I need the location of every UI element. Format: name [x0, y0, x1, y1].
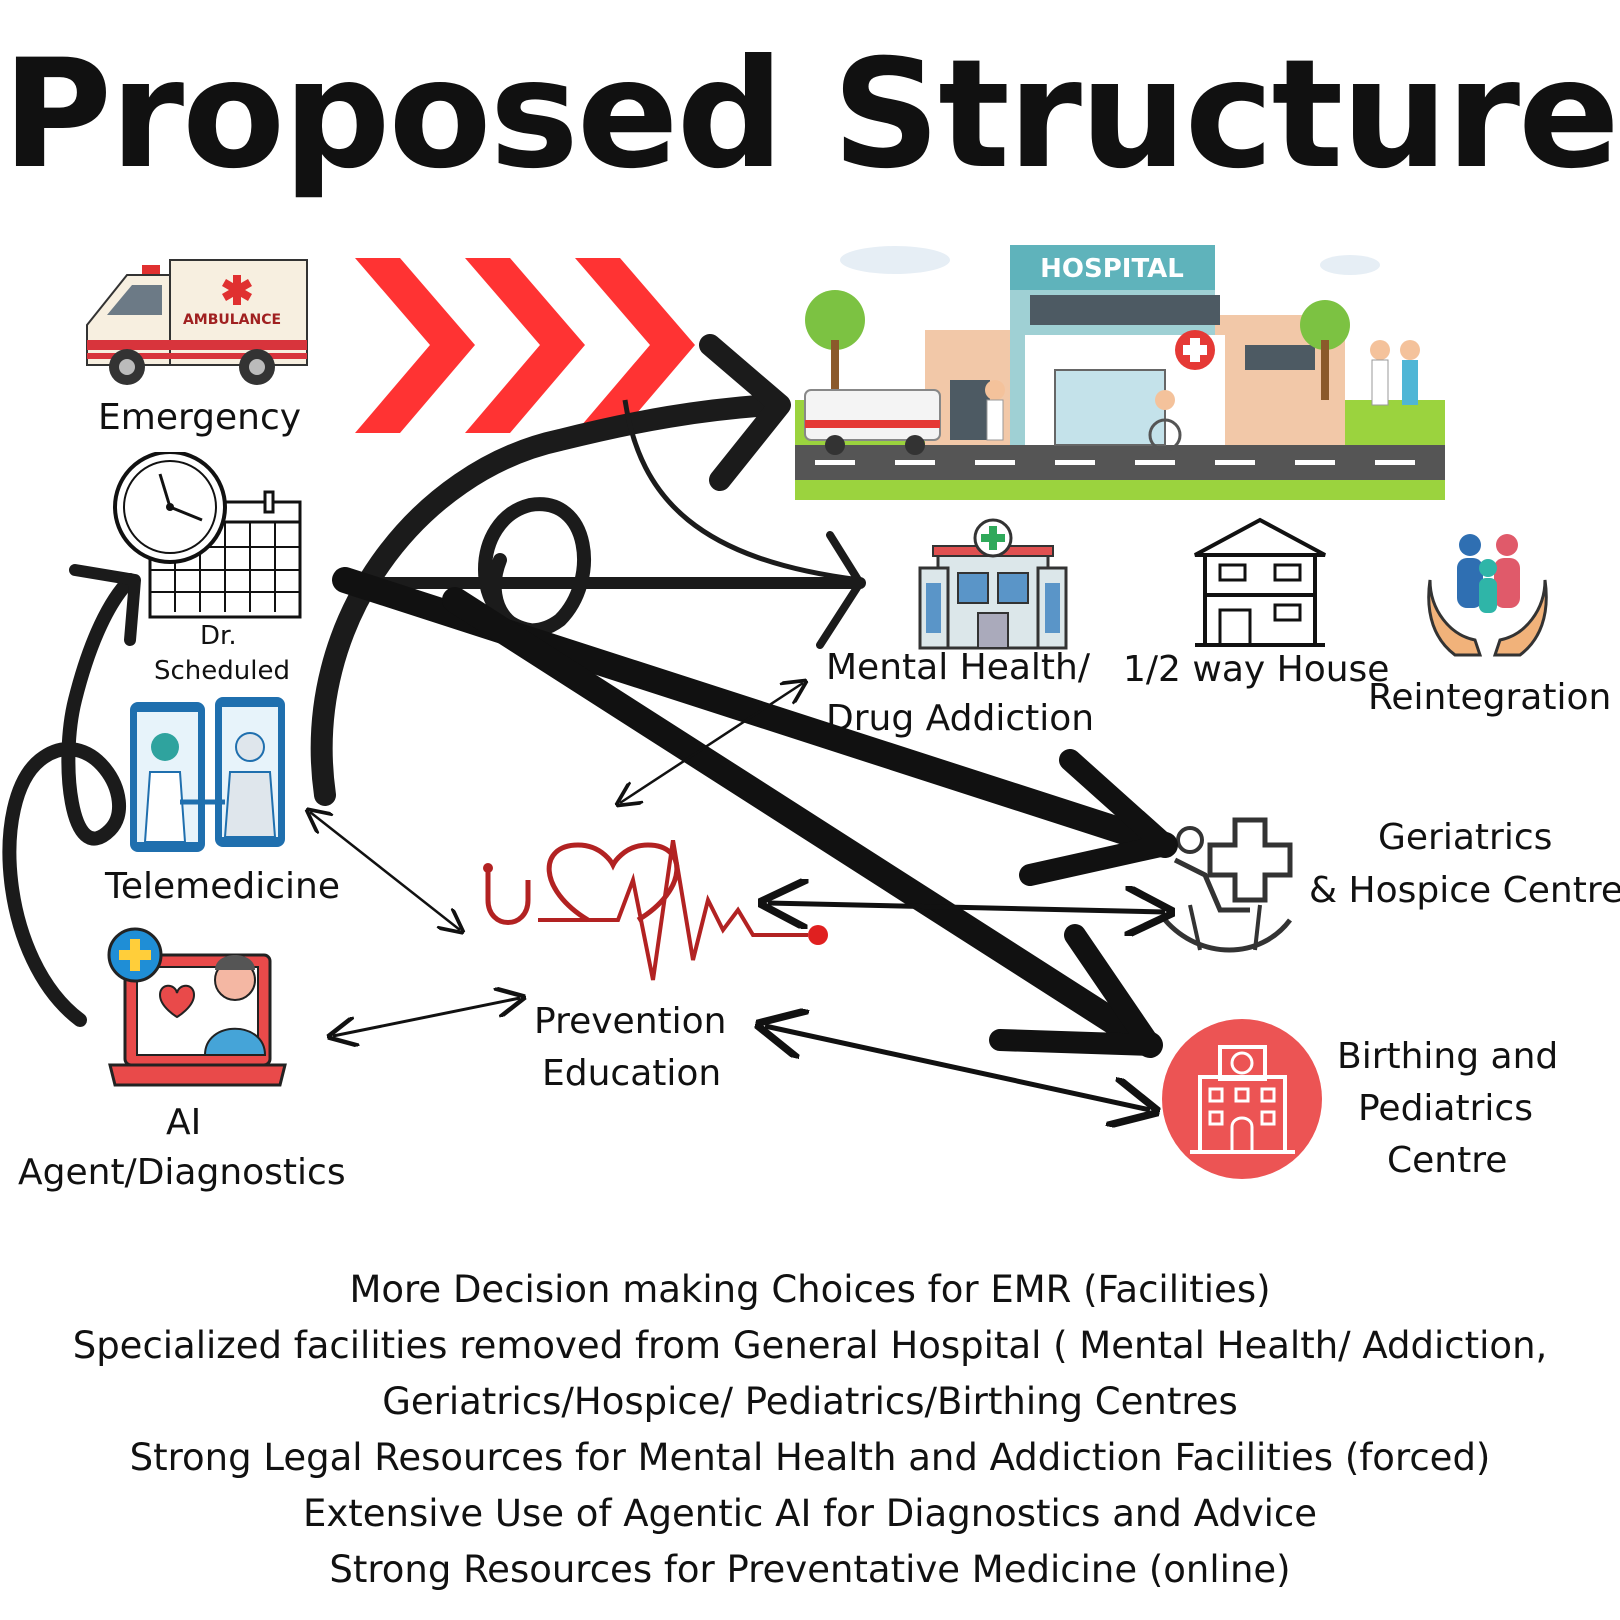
- arrow-prevention-birthing: [765, 1026, 1150, 1110]
- hospital-scene-icon: HOSPITAL: [795, 245, 1445, 500]
- arrow-telemedicine-to-hospital: [310, 394, 781, 806]
- prevention-label-2: Education: [542, 1053, 722, 1094]
- prevention-label-1: Prevention: [534, 1001, 727, 1042]
- page-title: Proposed Structure: [2, 28, 1620, 202]
- note-line: Strong Resources for Preventative Medici…: [329, 1548, 1291, 1591]
- clock-calendar-icon: [113, 452, 302, 619]
- prevention-heartbeat-icon: [483, 840, 828, 981]
- mental-health-label-2: Drug Addiction: [826, 698, 1095, 739]
- note-line: More Decision making Choices for EMR (Fa…: [349, 1268, 1271, 1311]
- telemedicine-icon: [130, 697, 285, 852]
- note-line: Strong Legal Resources for Mental Health…: [129, 1436, 1491, 1479]
- geriatrics-icon: [1163, 817, 1293, 953]
- note-line: Extensive Use of Agentic AI for Diagnost…: [302, 1492, 1318, 1535]
- birthing-label-2: Pediatrics: [1358, 1088, 1533, 1129]
- halfway-house-icon: [1194, 517, 1326, 647]
- ai-label-1: AI: [166, 1102, 202, 1143]
- chevrons-icon: [355, 258, 695, 433]
- birthing-label-3: Centre: [1387, 1140, 1508, 1181]
- scheduled-label-1: Dr.: [200, 621, 237, 651]
- loop-stroke: [478, 497, 591, 638]
- ai-agent-icon: [107, 927, 287, 1087]
- emergency-label: Emergency: [98, 397, 302, 438]
- ai-label-2: Agent/Diagnostics: [18, 1152, 346, 1193]
- note-line: Specialized facilities removed from Gene…: [72, 1324, 1548, 1367]
- note-line: Geriatrics/Hospice/ Pediatrics/Birthing …: [382, 1380, 1238, 1423]
- halfway-house-label: 1/2 way House: [1123, 649, 1390, 690]
- hospital-sign: HOSPITAL: [1040, 254, 1184, 284]
- geriatrics-label-1: Geriatrics: [1378, 817, 1553, 858]
- ambulance-icon: AMBULANCE: [86, 259, 308, 385]
- mental-health-label-1: Mental Health/: [826, 647, 1090, 688]
- mental-health-building-icon: [918, 518, 1068, 650]
- notes-list: More Decision making Choices for EMR (Fa…: [0, 1262, 1620, 1598]
- arrow-mental-prevention: [620, 683, 803, 803]
- telemedicine-label: Telemedicine: [105, 866, 341, 907]
- geriatrics-label-2: & Hospice Centre: [1309, 870, 1620, 911]
- ambulance-text: AMBULANCE: [183, 312, 281, 328]
- scheduled-label-2: Scheduled: [154, 656, 290, 686]
- reintegration-family-icon: [1427, 534, 1548, 657]
- birthing-label-1: Birthing and: [1337, 1036, 1559, 1077]
- birthing-pediatrics-icon: [1162, 1019, 1322, 1179]
- reintegration-label: Reintegration: [1368, 677, 1612, 718]
